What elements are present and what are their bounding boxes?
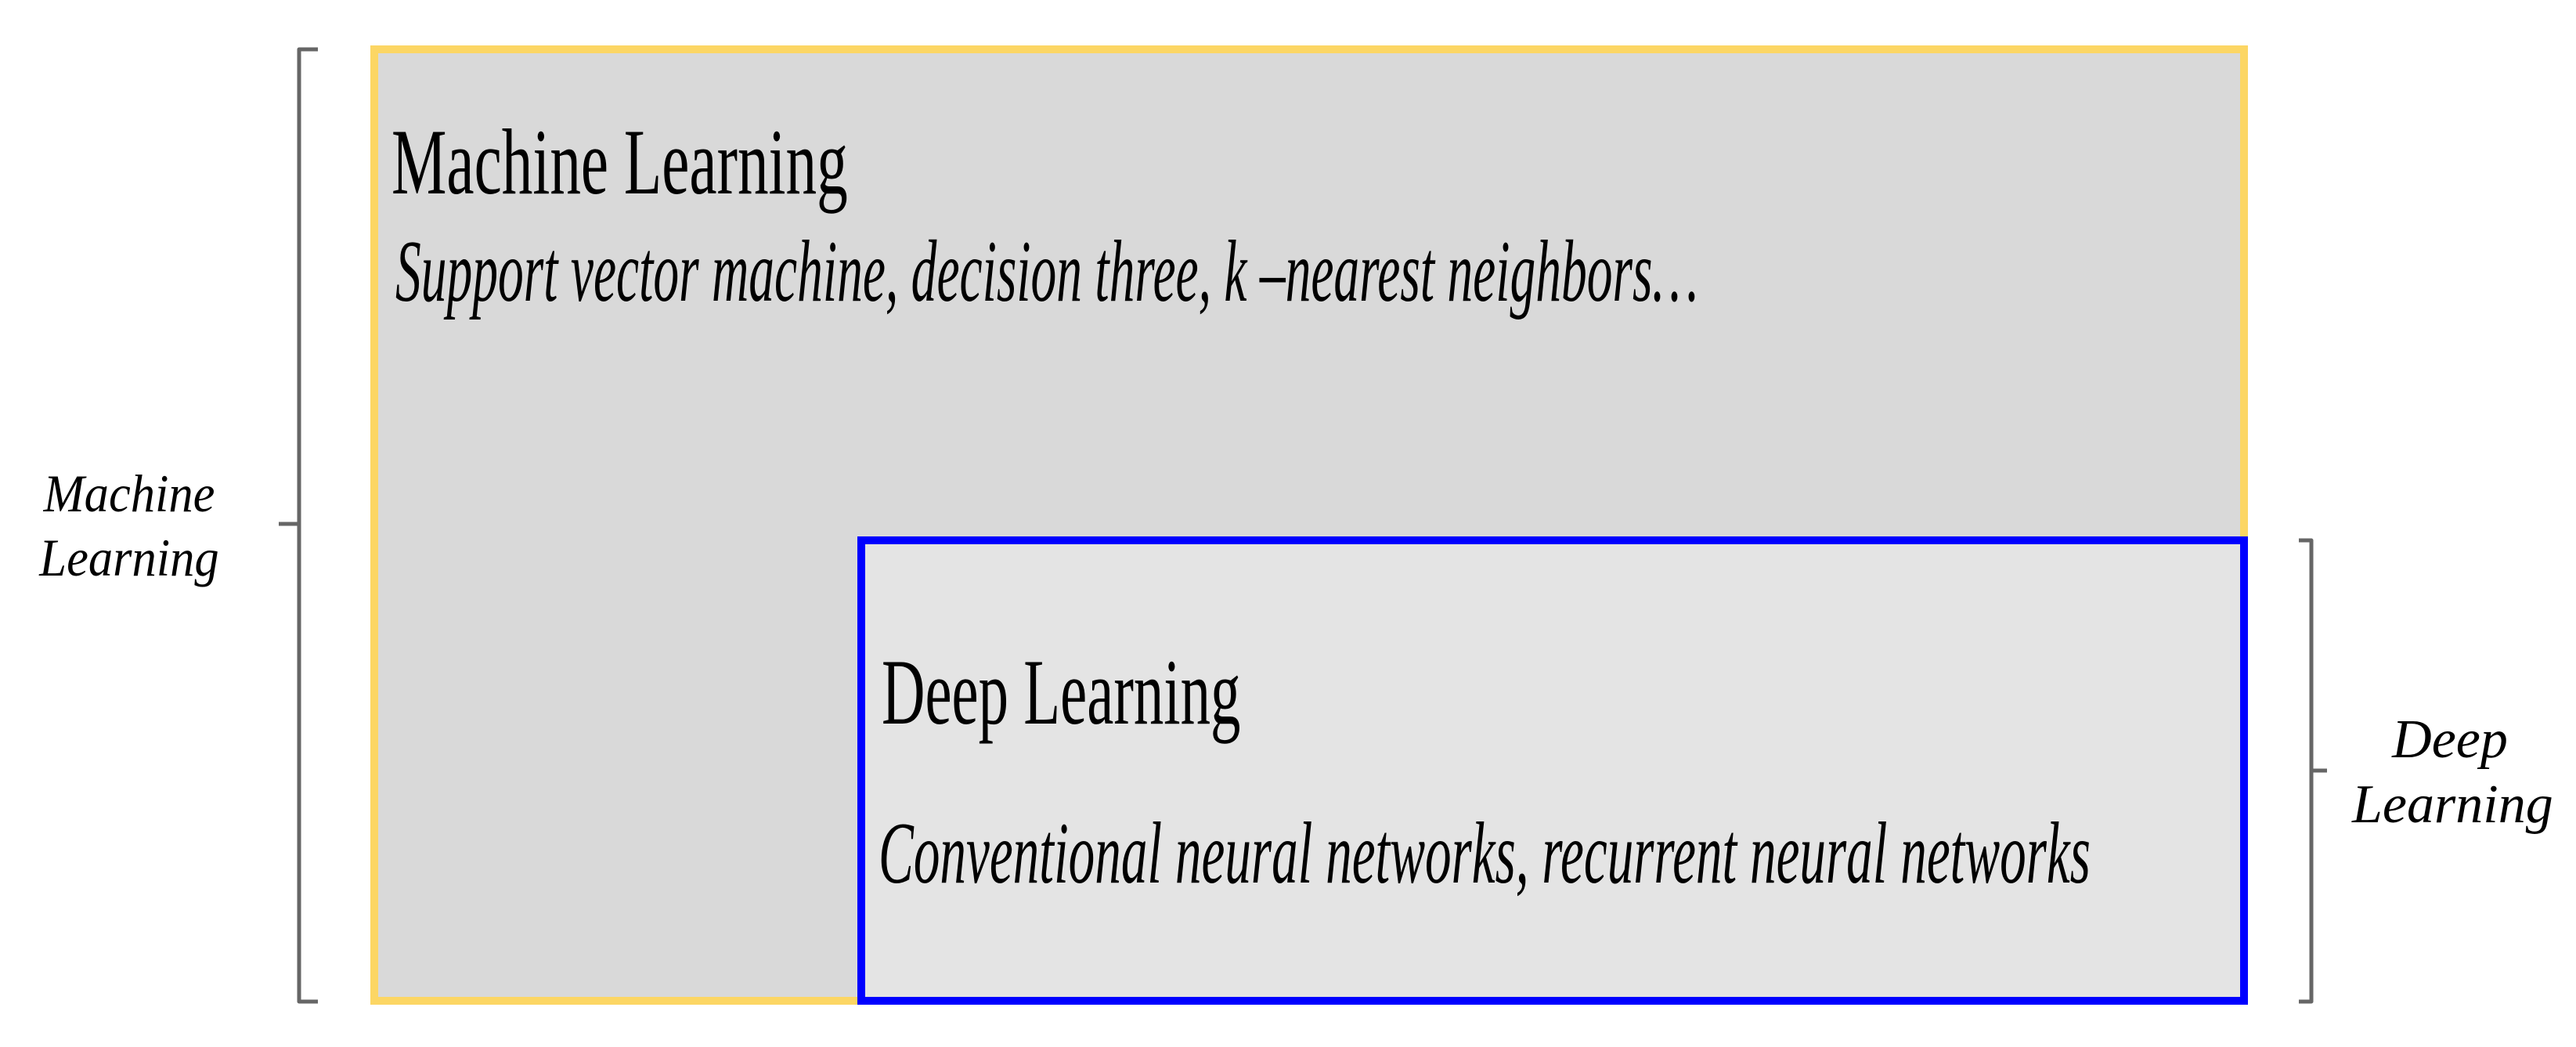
machine-learning-box-examples: Support vector machine, decision three, …	[395, 223, 1698, 320]
right-bracket-label-line2: Learning	[2352, 774, 2553, 835]
deep-learning-box-examples: Conventional neural networks, recurrent …	[879, 805, 2091, 902]
right-bracket-label: Deep Learning	[2352, 707, 2553, 837]
right-bracket	[2299, 538, 2327, 1004]
right-bracket-label-line1: Deep	[2392, 709, 2508, 770]
left-bracket-label-line1: Machine	[43, 464, 215, 523]
left-bracket-label-line2: Learning	[39, 528, 219, 587]
left-bracket	[279, 47, 318, 1004]
machine-learning-box-title: Machine Learning	[391, 110, 848, 214]
left-bracket-label: Machine Learning	[39, 461, 219, 590]
deep-learning-box-title: Deep Learning	[882, 640, 1241, 744]
deep-learning-box	[857, 536, 2248, 1005]
